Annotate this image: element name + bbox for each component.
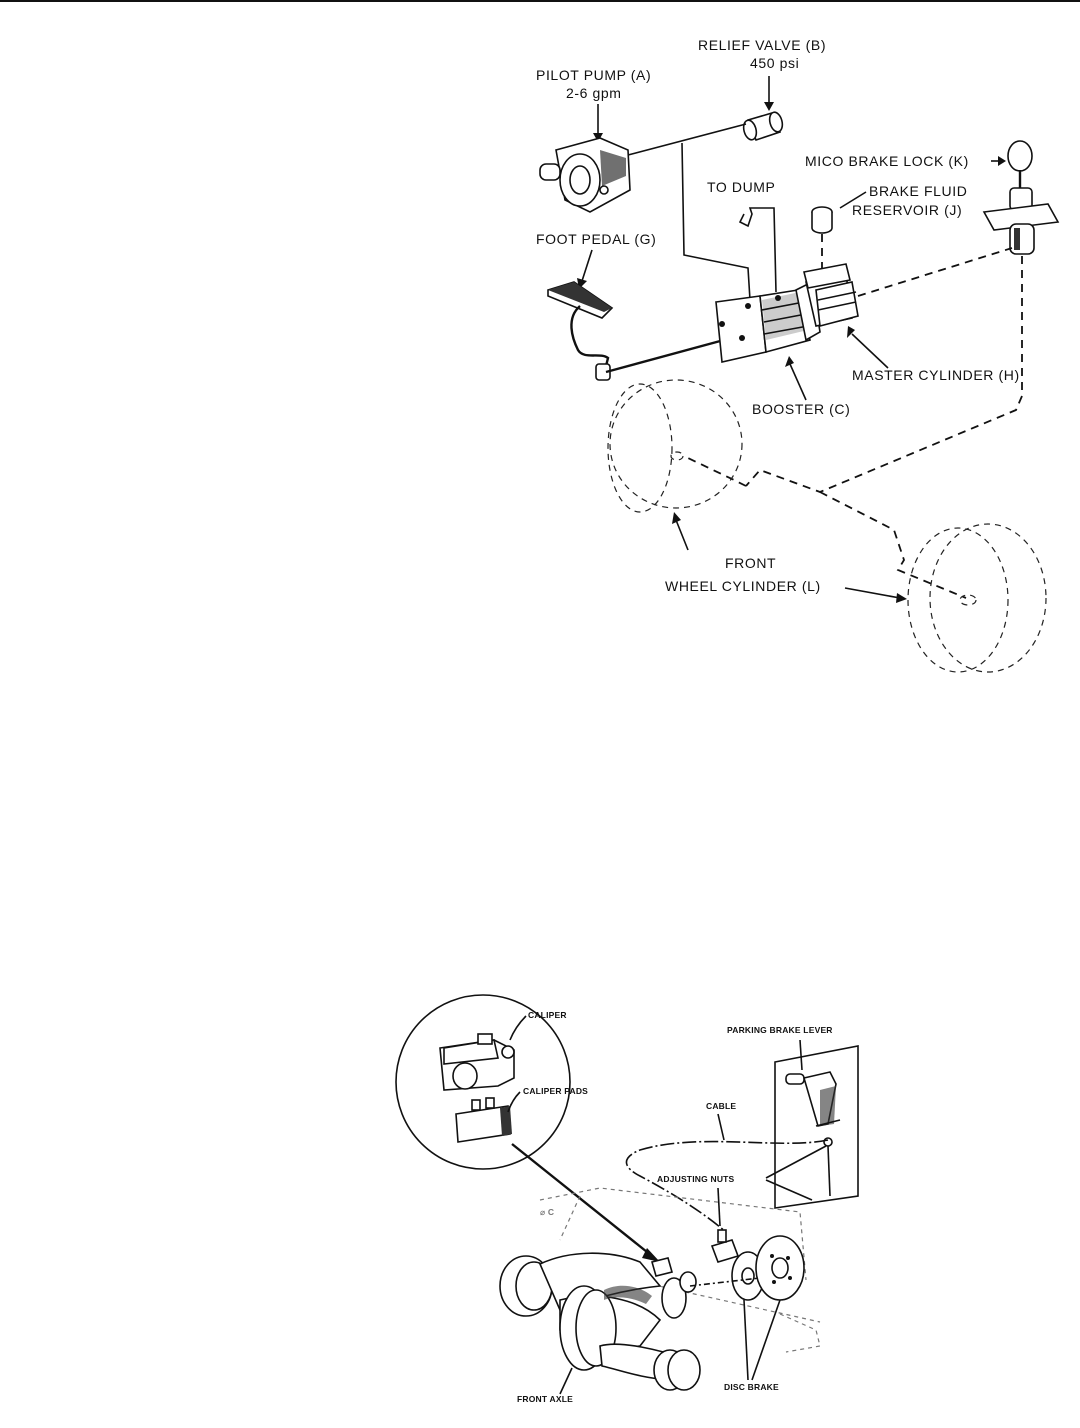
foot-pedal — [547, 281, 747, 381]
pump-relief-line — [627, 123, 747, 156]
pilot-pump-label: PILOT PUMP (A) — [536, 67, 651, 83]
to-dump-label: TO DUMP — [707, 179, 776, 195]
hydraulic-brake-diagram: RELIEF VALVE (B) 450 psi PILOT PUMP (A) … — [536, 37, 1060, 673]
brake-line-right-wheel — [819, 491, 967, 599]
reservoir-j-label: RESERVOIR (J) — [852, 202, 962, 218]
master-cylinder-arrow — [851, 333, 889, 369]
relief-valve — [742, 111, 784, 141]
adjusting-nuts-label: ADJUSTING NUTS — [657, 1174, 735, 1184]
front-axle-label: FRONT AXLE — [517, 1394, 573, 1404]
relief-valve-arrowhead — [764, 102, 774, 111]
inset-arrow — [511, 1143, 653, 1257]
mico-brake-lock — [982, 140, 1060, 255]
front-label: FRONT — [725, 555, 776, 571]
foot-pedal-arrow — [581, 249, 593, 282]
parking-brake-lever-pointer — [799, 1039, 803, 1071]
reservoir-pointer — [839, 191, 867, 209]
booster-label: BOOSTER (C) — [752, 401, 850, 417]
pilot-pump-gpm-label: 2-6 gpm — [566, 85, 622, 101]
wheel-cylinder-arrowhead-right — [896, 593, 907, 603]
wheel-cylinder-arrow-left — [675, 519, 689, 551]
mc-to-lock-line — [857, 247, 1013, 297]
wheel-cylinder-label: WHEEL CYLINDER (L) — [665, 578, 821, 594]
page-top-rule — [0, 0, 1080, 2]
to-dump-line — [738, 207, 777, 293]
caliper-pointer — [509, 1015, 527, 1041]
booster-arrowhead — [785, 356, 794, 367]
cable-pointer — [717, 1113, 725, 1141]
caliper-pads-label: CALIPER PADS — [523, 1086, 588, 1096]
caliper-pads — [455, 1097, 512, 1143]
brake-line-to-wheels — [745, 256, 1023, 493]
caliper — [439, 1033, 515, 1091]
master-cylinder-label: MASTER CYLINDER (H) — [852, 367, 1020, 383]
frame-mark: ⌀ C — [540, 1207, 554, 1217]
parking-brake-diagram: CALIPER CALIPER PADS PARKING BRAKE LEVER… — [395, 994, 859, 1404]
master-cylinder — [795, 263, 859, 342]
pilot-pump — [539, 137, 631, 213]
mico-brake-lock-arrowhead — [998, 156, 1006, 166]
booster-arrow — [789, 363, 807, 401]
master-cylinder-arrowhead — [847, 326, 855, 338]
foot-pedal-label: FOOT PEDAL (G) — [536, 231, 656, 247]
brake-fluid-reservoir — [811, 206, 833, 234]
relief-valve-psi-label: 450 psi — [750, 55, 799, 71]
adjusting-nuts-pointer-1 — [765, 1145, 827, 1179]
frame-outline — [539, 1187, 821, 1353]
adjusting-nuts-pointer-2 — [765, 1179, 813, 1201]
front-axle-assembly — [499, 1229, 805, 1391]
brake-fluid-label: BRAKE FLUID — [869, 183, 967, 199]
disc-brake-pointer-2 — [751, 1299, 781, 1381]
wheel-cylinder-arrow-right — [844, 587, 901, 599]
parking-brake-lever-panel — [774, 1045, 859, 1209]
parking-brake-lever-label: PARKING BRAKE LEVER — [727, 1025, 833, 1035]
cable — [625, 1139, 829, 1233]
relief-valve-label: RELIEF VALVE (B) — [698, 37, 826, 53]
disc-brake-pointer-1 — [743, 1299, 749, 1381]
pilot-pump-arrowhead — [593, 133, 603, 142]
cable-label: CABLE — [706, 1101, 736, 1111]
wheel-cylinder-arrowhead-left — [672, 512, 681, 524]
left-front-wheel — [607, 379, 743, 513]
caliper-pads-pointer — [507, 1091, 521, 1113]
caliper-inset-circle — [395, 994, 571, 1170]
pressure-line — [681, 142, 751, 301]
adjusting-nuts-pointer-3 — [717, 1187, 721, 1227]
front-axle-pointer — [559, 1367, 573, 1395]
caliper-label: CALIPER — [528, 1010, 567, 1020]
brake-line-left-wheel — [687, 457, 747, 487]
right-front-wheel — [907, 523, 1047, 673]
inset-arrowhead — [642, 1248, 660, 1262]
mico-brake-lock-label: MICO BRAKE LOCK (K) — [805, 153, 969, 169]
booster — [715, 289, 811, 363]
disc-brake-label: DISC BRAKE — [724, 1382, 779, 1392]
